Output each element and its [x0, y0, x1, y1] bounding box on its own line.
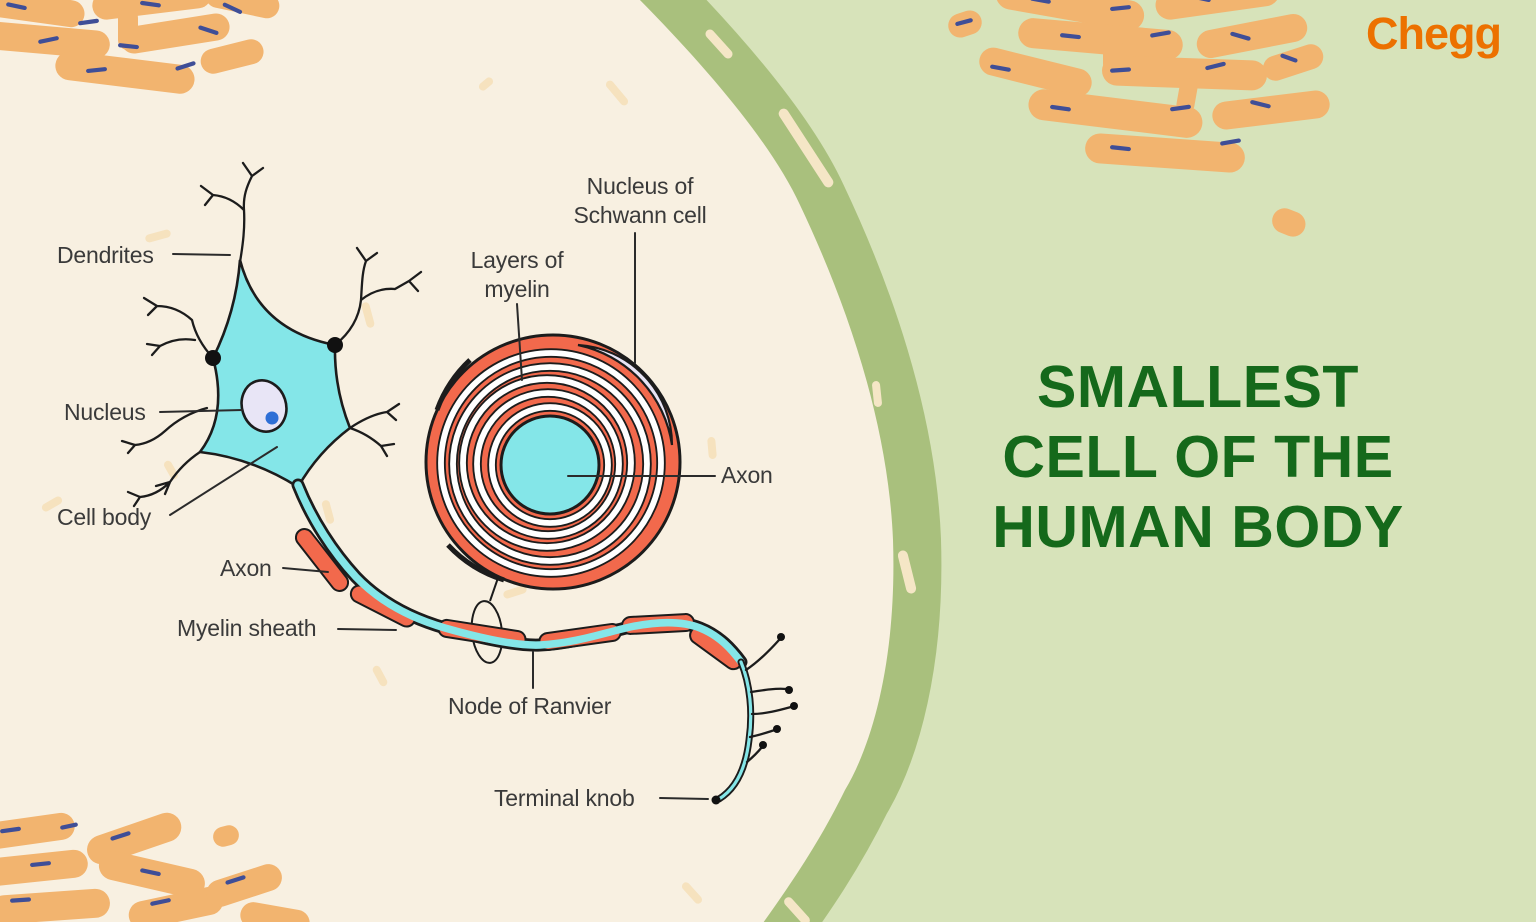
label-node-of-ranvier: Node of Ranvier [448, 693, 612, 719]
label-line: Layers of [470, 247, 564, 273]
axon-cross-section-core [499, 414, 601, 516]
organelle-doodle-top-left [0, 0, 280, 94]
leader-dendrites [172, 253, 231, 256]
cream-flecks [41, 77, 717, 904]
label-myelin-sheath: Myelin sheath [177, 615, 317, 641]
label-terminal-knob: Terminal knob [494, 785, 635, 811]
label-axon-cross-section: Axon [721, 462, 773, 488]
leader-axon [282, 567, 329, 573]
label-line: Nucleus of [586, 173, 694, 199]
leader-myelin-sheath [337, 628, 397, 631]
title-line-2: CELL OF THE [1002, 424, 1394, 490]
leader-terminal-knob [659, 797, 709, 800]
schwann-cell-cross-section [424, 333, 682, 664]
label-nucleus-of-schwann-cell: Nucleus of Schwann cell [545, 172, 735, 230]
band-dashes [705, 29, 917, 922]
label-layers-of-myelin: Layers of myelin [447, 246, 587, 304]
chegg-logo: Chegg [1366, 8, 1502, 59]
myelin-layer-rings [436, 348, 666, 578]
leader-cell-body [169, 446, 278, 516]
leader-layers-of-myelin [516, 303, 523, 381]
title-line-3: HUMAN BODY [992, 494, 1404, 560]
synaptic-dot-right [327, 337, 343, 353]
label-line: Schwann cell [573, 202, 707, 228]
neuron [120, 161, 798, 805]
label-nucleus: Nucleus [64, 399, 146, 425]
spiral-accent-arcs [434, 358, 505, 583]
title-line-1: SMALLEST [1037, 354, 1359, 420]
dendrites [120, 161, 423, 508]
organelle-doodle-top-right [948, 0, 1330, 237]
nucleolus [265, 411, 279, 425]
label-axon: Axon [220, 555, 272, 581]
label-cell-body: Cell body [57, 504, 152, 530]
page-title: SMALLEST CELL OF THE HUMAN BODY [898, 352, 1498, 562]
label-line: myelin [484, 276, 550, 302]
terminal-knobs [711, 633, 798, 805]
label-dendrites: Dendrites [57, 242, 154, 268]
leader-lines [159, 232, 716, 800]
synaptic-dot-left [205, 350, 221, 366]
schwann-nucleus-crescent [577, 343, 674, 446]
axon-core [294, 481, 745, 666]
leader-nucleus [159, 409, 243, 413]
organelle-doodle-bottom-left [0, 812, 310, 922]
